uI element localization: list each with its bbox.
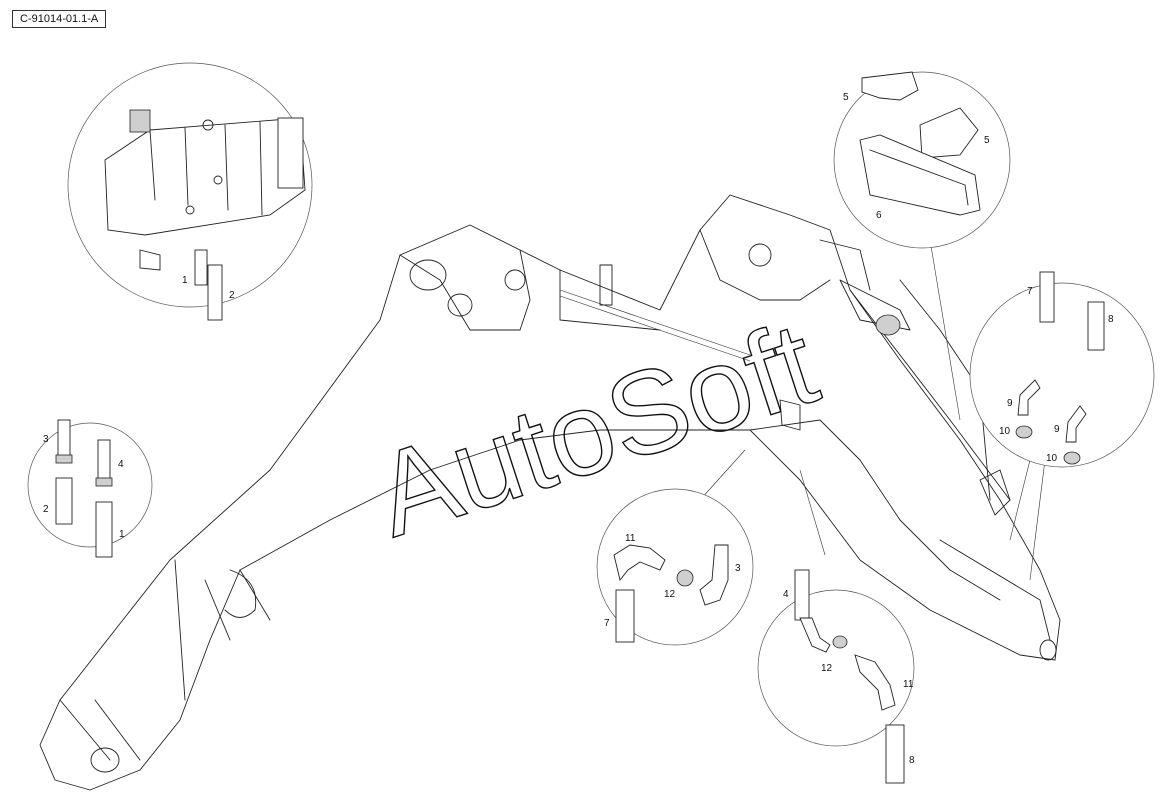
callout-3: 3 — [735, 563, 741, 574]
detail-mid-elbow — [596, 488, 754, 646]
detail-clamp-bracket — [833, 71, 1011, 249]
callout-9: 9 — [1054, 424, 1060, 435]
callout-6: 6 — [876, 210, 882, 221]
callout-11: 11 — [625, 533, 636, 544]
callout-12: 12 — [664, 589, 676, 600]
callout-3: 3 — [43, 434, 49, 445]
callout-labels: 1 2 3 4 2 1 5 5 6 7 8 9 9 10 10 11 3 12 … — [43, 92, 1114, 766]
leader-lines — [699, 239, 1046, 581]
detail-low-elbow — [757, 569, 915, 784]
callout-2: 2 — [229, 290, 235, 301]
callout-7: 7 — [1027, 286, 1033, 297]
callout-5: 5 — [843, 92, 849, 103]
callout-12: 12 — [821, 663, 833, 674]
detail-left-fittings — [27, 419, 153, 558]
drawing-reference-code: C-91014-01.1-A — [12, 10, 107, 28]
boom-arm-outline — [39, 194, 1061, 791]
callout-9: 9 — [1007, 398, 1013, 409]
detail-right-connectors — [969, 271, 1155, 468]
callout-2: 2 — [43, 504, 49, 515]
callout-8: 8 — [909, 755, 915, 766]
callout-4: 4 — [118, 459, 124, 470]
callout-7: 7 — [604, 618, 610, 629]
callout-5: 5 — [984, 135, 990, 146]
callout-10: 10 — [999, 426, 1011, 437]
callout-8: 8 — [1108, 314, 1114, 325]
callout-1: 1 — [182, 275, 188, 286]
callout-11: 11 — [903, 679, 914, 690]
hydraulic-lines — [559, 239, 911, 362]
autosoft-watermark: AutoSoft — [359, 296, 832, 563]
callout-4: 4 — [783, 589, 789, 600]
watermark-text: AutoSoft — [360, 297, 831, 562]
detail-valve-block — [67, 62, 313, 321]
callout-1: 1 — [119, 529, 125, 540]
callout-10: 10 — [1046, 453, 1058, 464]
